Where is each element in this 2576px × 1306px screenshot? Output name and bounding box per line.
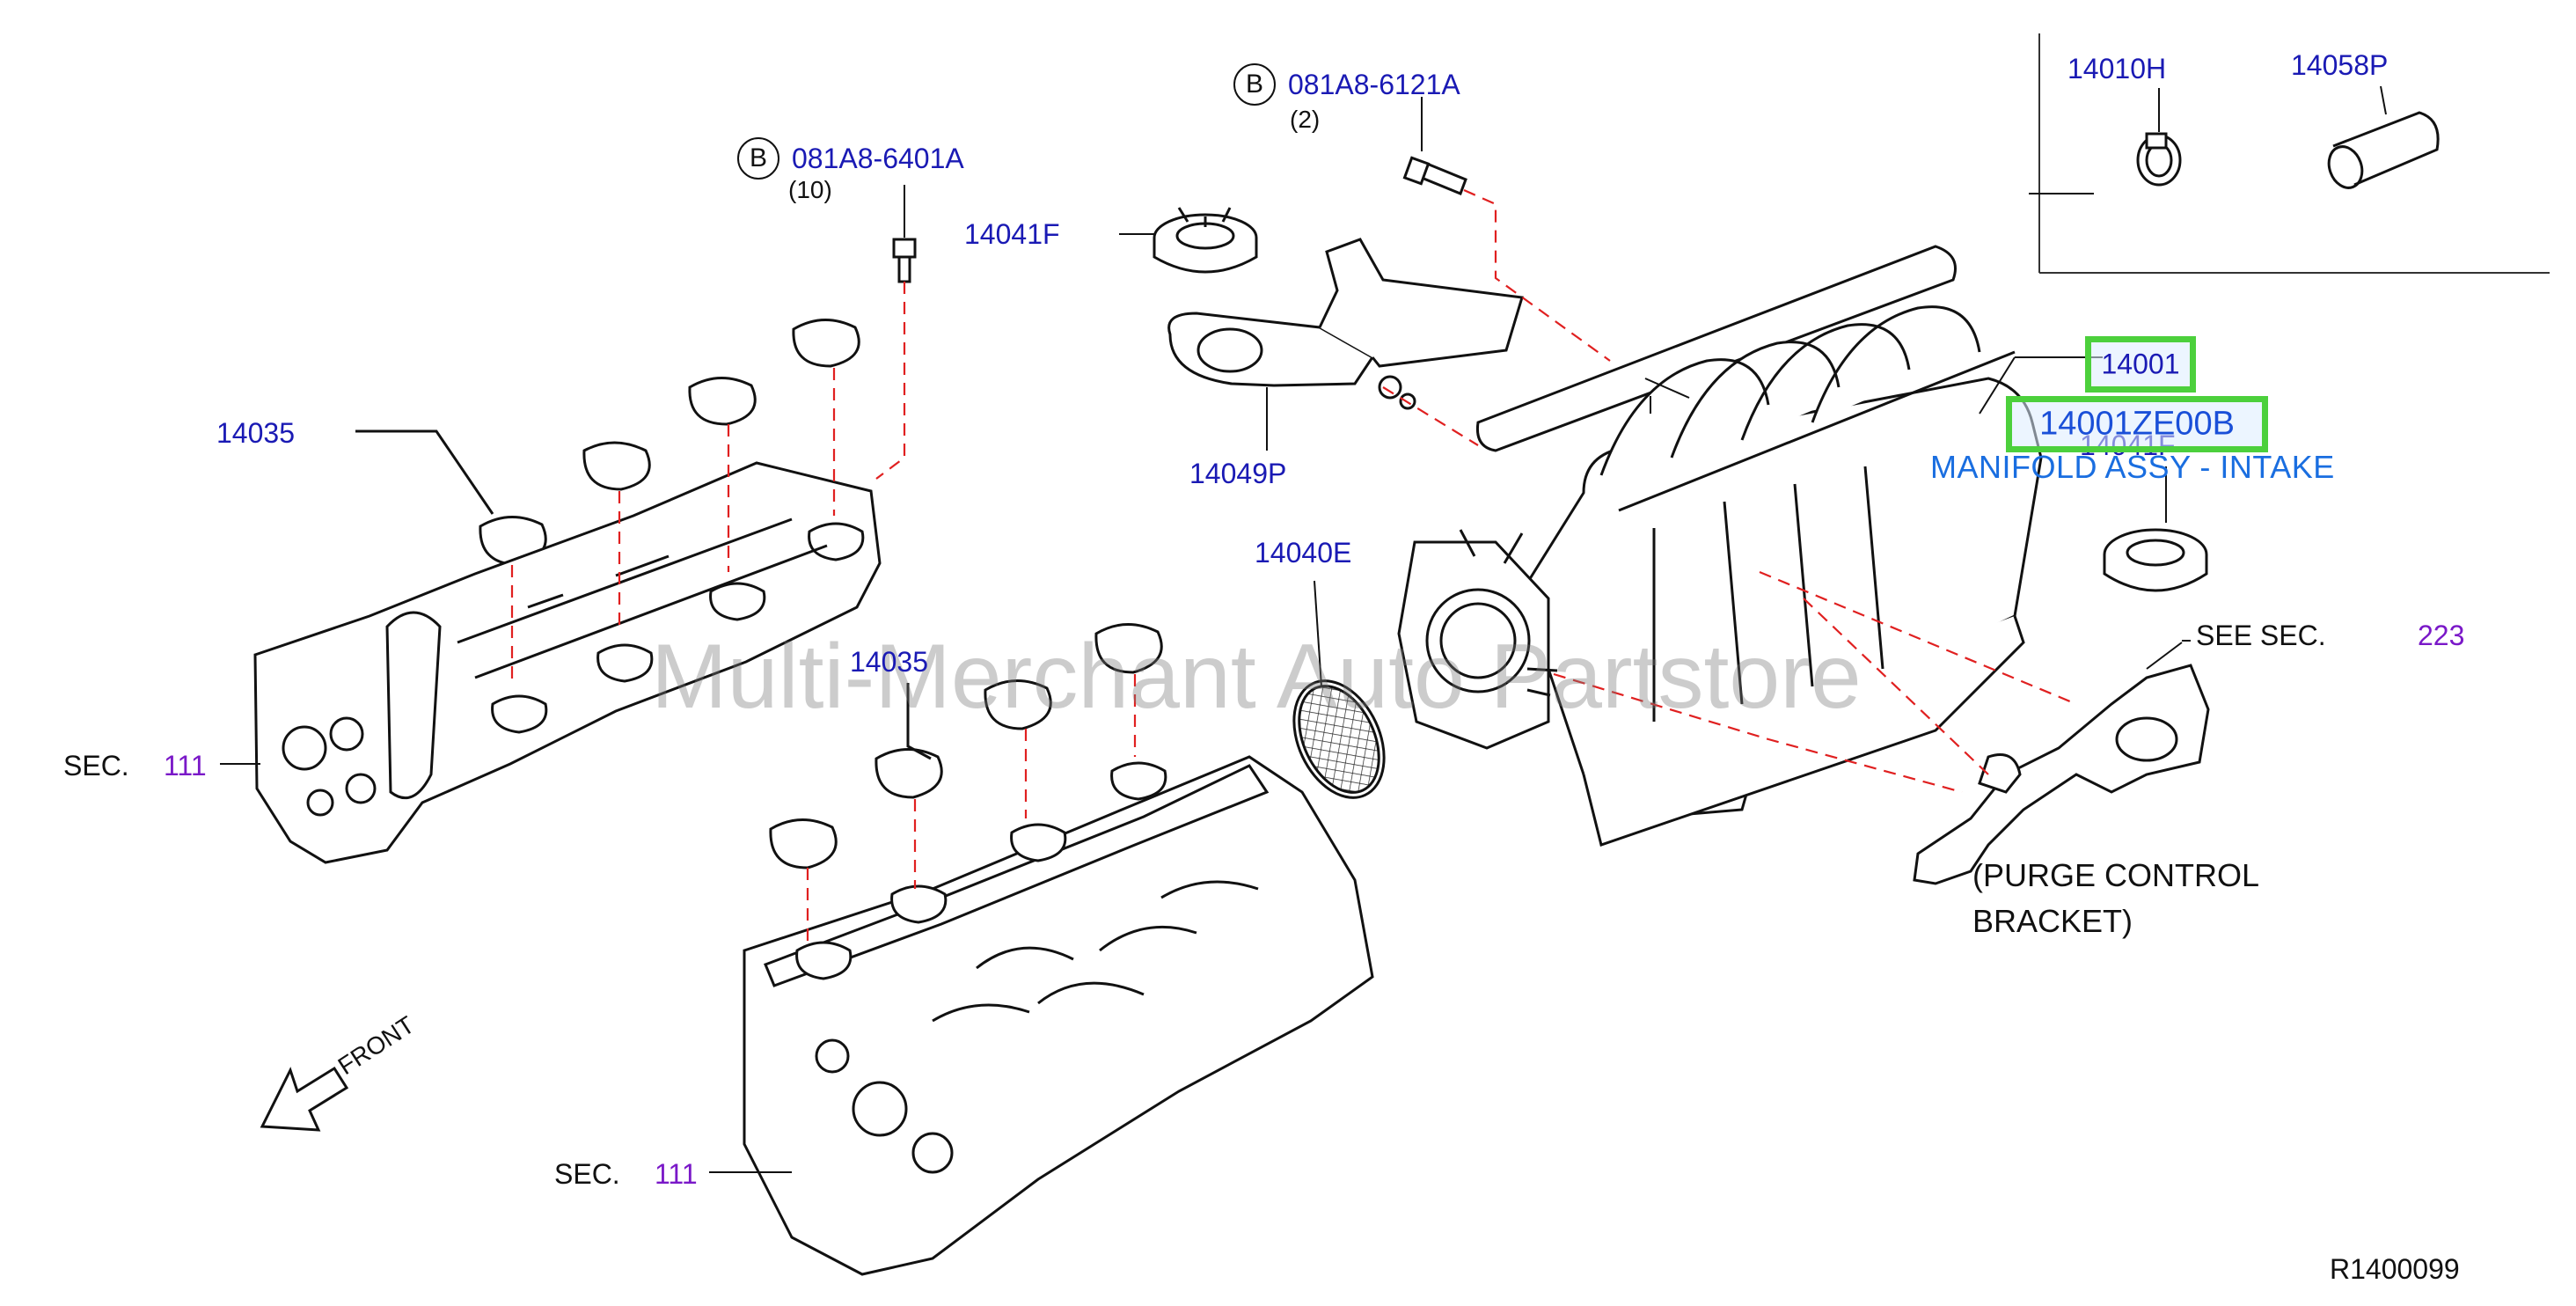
bolt-081a8-6121a: [1402, 97, 1467, 195]
highlight-14001[interactable]: 14001: [2085, 336, 2196, 393]
bracket-14049p: [1167, 238, 1524, 451]
cap-14041f-top: [1119, 207, 1258, 274]
bolt-081a8-6401a: [892, 185, 917, 283]
selected-part-number: 14001ZE00B: [2039, 405, 2235, 443]
sec-prefix-bottom: SEC.: [554, 1158, 620, 1190]
hose-clamp-14010h: [2136, 88, 2182, 187]
section-leaders: [220, 193, 2094, 1173]
diagram-reference-code: R1400099: [2330, 1253, 2460, 1285]
part-label-14040e[interactable]: 14040E: [1255, 537, 1352, 569]
part-label-14035-upper[interactable]: 14035: [216, 417, 295, 449]
cylinder-head-upper: [253, 461, 882, 864]
part-label-14049p[interactable]: 14049P: [1189, 458, 1287, 489]
sec-link-111-bottom[interactable]: 111: [655, 1158, 698, 1190]
qty-label-2: (2): [1290, 106, 1321, 133]
part-label-14035-lower[interactable]: 14035: [850, 646, 928, 678]
bolt-marker-b-1: B: [1233, 63, 1276, 106]
intake-manifold: [1378, 245, 2103, 847]
red-leader-lines: [510, 188, 2077, 942]
sec-prefix-left: SEC.: [63, 750, 129, 781]
part-label-081a8-6121a[interactable]: 081A8-6121A: [1288, 69, 1460, 100]
bolt-marker-b-2: B: [737, 137, 779, 180]
inset-frame: [2038, 33, 2550, 274]
sec-link-111-left[interactable]: 111: [164, 750, 207, 781]
part-label-14058p[interactable]: 14058P: [2291, 49, 2389, 81]
qty-label-10: (10): [788, 176, 832, 203]
highlight-14001ze00b[interactable]: 14001ZE00B: [2006, 396, 2268, 452]
purge-bracket-label-line2: BRACKET): [1972, 903, 2133, 939]
gaskets-14035-lower: [769, 623, 1163, 869]
purge-control-bracket: [1913, 640, 2210, 885]
cylinder-head-lower: [743, 755, 1374, 1276]
part-label-14041f-top[interactable]: 14041F: [964, 218, 1060, 250]
purge-bracket-label-line1: (PURGE CONTROL: [1972, 857, 2260, 893]
gaskets-14035-upper: [355, 319, 860, 567]
sec-link-223[interactable]: 223: [2418, 620, 2465, 651]
hose-14058p: [2327, 85, 2440, 189]
see-sec-prefix: SEE SEC.: [2196, 620, 2326, 651]
part-label-14010h[interactable]: 14010H: [2067, 53, 2167, 84]
screen-14040e: [1292, 580, 1386, 799]
cap-14041f-right: [2103, 466, 2208, 592]
part-label-081a8-6401a[interactable]: 081A8-6401A: [792, 143, 964, 174]
selected-part-description[interactable]: MANIFOLD ASSY - INTAKE: [1930, 449, 2335, 485]
part-label-14001: 14001: [2101, 348, 2180, 380]
front-arrow-icon: [260, 1066, 349, 1132]
